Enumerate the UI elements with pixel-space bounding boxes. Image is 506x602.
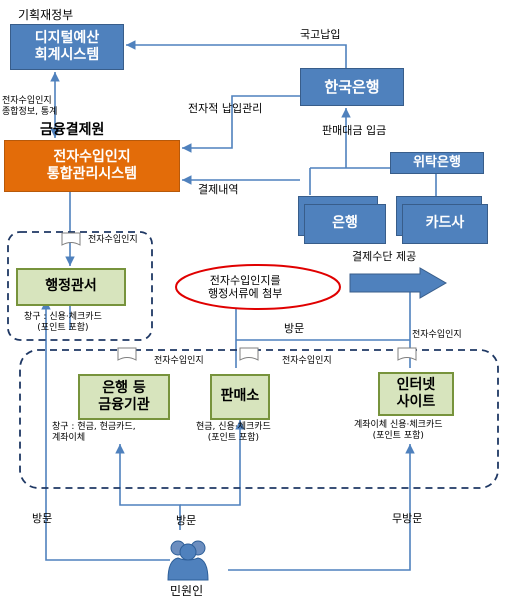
payment-arrow: [349, 267, 448, 299]
sales-deposit-label: 판매대금 입금: [322, 124, 387, 137]
ministry-label: 기획재정부: [18, 8, 74, 22]
admin-office-box[interactable]: 행정관서: [16, 268, 126, 306]
store-label: 판매소: [220, 388, 260, 405]
digital-budget-system[interactable]: 디지털예산 회계시스템: [10, 24, 124, 70]
card-company-label: 카드사: [425, 215, 465, 232]
visit-mid-label: 방문: [284, 322, 305, 335]
bank-of-korea-label: 한국은행: [324, 77, 380, 96]
visit-left-label: 방문: [32, 512, 53, 525]
digital-budget-label: 디지털예산 회계시스템: [34, 29, 100, 64]
internet-site-box[interactable]: 인터넷 사이트: [378, 372, 454, 416]
treasury-payment-label: 국고납입: [300, 28, 341, 41]
card-company-box[interactable]: 카드사: [402, 204, 488, 244]
store-box[interactable]: 판매소: [210, 374, 270, 420]
fin-counter-label: 창구 : 현금, 현금카드, 계좌이체: [52, 422, 136, 443]
info-stats-label: 전자수입인지 종합정보, 통계: [2, 96, 58, 117]
bank-label: 은행: [332, 215, 358, 232]
financial-institution-box[interactable]: 은행 등 금융기관: [78, 374, 170, 420]
store-pay-label: 현금, 신용·체크카드 (포인트 포함): [196, 422, 271, 443]
financial-institution-label: 은행 등 금융기관: [98, 379, 150, 414]
trust-bank-box[interactable]: 위탁은행: [390, 152, 484, 174]
attach-note-label: 전자수입인지를 행정서류에 첨부: [208, 274, 283, 301]
stamp-label-right: 전자수입인지: [412, 330, 462, 340]
bank-of-korea-box[interactable]: 한국은행: [300, 68, 404, 106]
citizen-group-icon: [167, 540, 209, 581]
stamp-icon-2: [117, 347, 137, 361]
no-visit-label: 무방문: [392, 512, 423, 525]
settlement-label: 결제내역: [198, 183, 239, 196]
stamp-label-top: 전자수입인지: [88, 235, 138, 245]
e-payment-mgmt-label: 전자적 납입관리: [188, 102, 263, 115]
stamp-label-mid2: 전자수입인지: [282, 356, 332, 366]
admin-counter-label: 창구 : 신용·체크카드 (포인트 포함): [24, 312, 102, 333]
bank-box[interactable]: 은행: [304, 204, 386, 244]
visit-center-label: 방문: [176, 514, 197, 527]
stamp-label-left2: 전자수입인지: [154, 356, 204, 366]
admin-office-label: 행정관서: [45, 278, 97, 295]
stamp-icon-4: [397, 347, 417, 361]
internet-site-label: 인터넷 사이트: [396, 376, 436, 411]
integrated-system-label: 전자수입인지 통합관리시스템: [46, 148, 138, 183]
internet-pay-label: 계좌이체 신용·체크카드 (포인트 포함): [354, 420, 443, 441]
trust-bank-label: 위탁은행: [413, 154, 461, 170]
payment-means-label: 결제수단 제공: [352, 250, 417, 263]
stamp-icon-1: [61, 232, 81, 246]
integrated-management-system[interactable]: 전자수입인지 통합관리시스템: [4, 140, 180, 192]
stamp-icon-3: [239, 347, 259, 361]
kftc-label: 금융결제원: [40, 122, 105, 138]
citizen-label: 민원인: [170, 584, 204, 598]
